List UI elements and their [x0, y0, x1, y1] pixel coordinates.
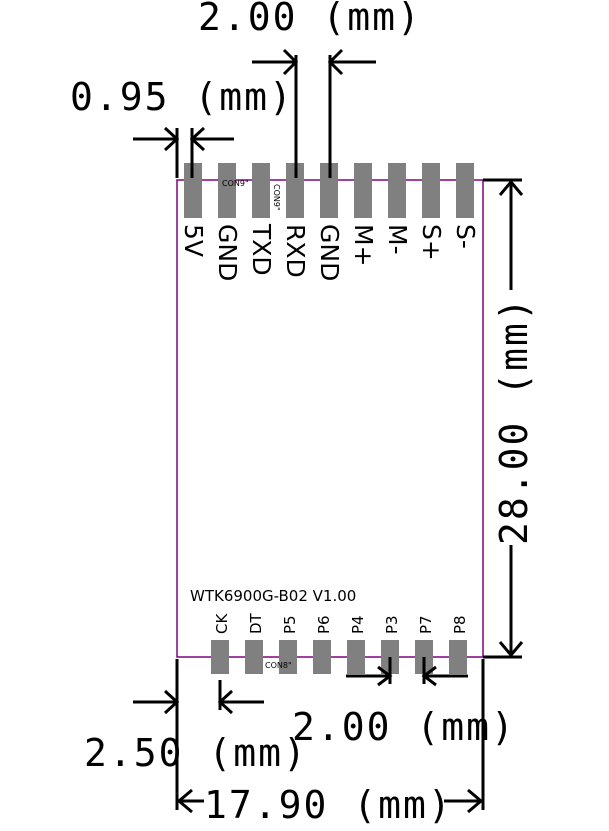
bottom-connector-ref: CON8"	[265, 661, 292, 670]
top-pin-label: S+	[417, 224, 446, 261]
bottom-pin-label: P7	[417, 615, 435, 634]
bottom-pad	[211, 640, 229, 674]
top-pin-label: GND	[213, 224, 242, 281]
bottom-pad	[449, 640, 467, 674]
top-pin-label: GND	[315, 224, 344, 281]
top-pin-label: RXD	[281, 224, 310, 278]
top-pad	[456, 163, 474, 218]
bottom-pad	[347, 640, 365, 674]
bottom-pin-label: P8	[451, 615, 469, 634]
top-pin-label: 5V	[179, 224, 208, 257]
dim-top-pitch	[252, 48, 376, 178]
top-pads	[184, 163, 474, 218]
top-pad	[218, 163, 236, 218]
top-pad	[286, 163, 304, 218]
top-pad	[388, 163, 406, 218]
bottom-pin-label: P5	[281, 615, 299, 634]
top-pad	[422, 163, 440, 218]
bottom-pin-label: P6	[315, 615, 333, 634]
dim-top-pitch-label: 2.00 (mm)	[198, 0, 422, 39]
dim-width	[175, 659, 485, 814]
bottom-pads	[211, 640, 467, 674]
dim-bottom-offset	[133, 680, 264, 715]
dim-width-label: 17.90 (mm)	[204, 783, 453, 826]
dim-bottom-pitch	[346, 657, 468, 687]
top-pin-label: S-	[451, 224, 480, 249]
dim-bottom-pitch-label: 2.00 (mm)	[292, 705, 516, 749]
top-pad	[354, 163, 372, 218]
bottom-pad	[313, 640, 331, 674]
top-pad	[184, 163, 202, 218]
top-connector-ref-b: CON9"	[272, 184, 281, 211]
board-model-label: WTK6900G-B02 V1.00	[190, 587, 356, 605]
dim-pin-width	[133, 126, 234, 178]
top-pad	[320, 163, 338, 218]
top-pin-label: M-	[383, 224, 412, 255]
dim-height-label: 28.00 (mm)	[492, 296, 536, 545]
bottom-pin-label: CK	[213, 613, 231, 634]
bottom-pin-label: P4	[349, 615, 367, 634]
bottom-pin-label: P3	[383, 615, 401, 634]
top-pin-label: TXD	[247, 223, 276, 276]
bottom-pad	[245, 640, 263, 674]
dim-pin-width-label: 0.95 (mm)	[70, 75, 294, 119]
top-pin-label: M+	[349, 224, 378, 267]
top-pad	[252, 163, 270, 218]
top-connector-ref-a: CON9"	[222, 179, 249, 188]
bottom-pin-label: DT	[247, 612, 265, 634]
dim-height	[483, 178, 524, 659]
dim-bottom-offset-label: 2.50 (mm)	[84, 731, 308, 775]
bottom-pad	[279, 640, 297, 674]
